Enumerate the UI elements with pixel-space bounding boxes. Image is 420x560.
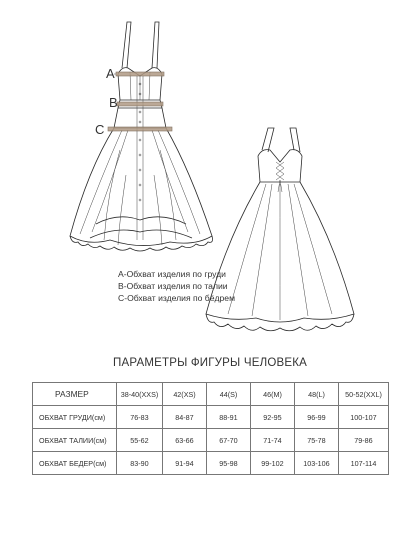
waist-band (116, 101, 164, 107)
legend-item-bust: A-Обхват изделия по груди (118, 269, 226, 279)
legend-item-waist: B-Обхват изделия по талии (118, 281, 228, 291)
table-cell: 92-95 (250, 405, 295, 429)
marker-a: A (106, 66, 115, 81)
row-label: ОБХВАТ БЕДЕР(см) (32, 451, 117, 475)
table-title: ПАРАМЕТРЫ ФИГУРЫ ЧЕЛОВЕКА (113, 357, 307, 369)
table-cell: 55-62 (116, 428, 163, 452)
header-cell: 46(M) (250, 382, 295, 406)
header-cell: 48(L) (294, 382, 339, 406)
header-cell: РАЗМЕР (32, 382, 117, 406)
front-dress-sketch (69, 21, 213, 252)
table-cell: 100-107 (338, 405, 389, 429)
table-cell: 67-70 (206, 428, 251, 452)
header-cell: 50-52(XXL) (338, 382, 389, 406)
row-label: ОБХВАТ ТАЛИИ(см) (32, 428, 117, 452)
table-cell: 71-74 (250, 428, 295, 452)
table-cell: 107-114 (338, 451, 389, 475)
size-table: РАЗМЕР 38-40(XXS) 42(XS) 44(S) 46(M) 48(… (32, 382, 389, 475)
table-row: ОБХВАТ ГРУДИ(см) 76-83 84-87 88-91 92-95… (32, 405, 389, 429)
bust-band (115, 71, 165, 77)
dress-sketches (69, 21, 355, 332)
table-header-row: РАЗМЕР 38-40(XXS) 42(XS) 44(S) 46(M) 48(… (32, 382, 389, 406)
measurement-legend: A-Обхват изделия по груди B-Обхват издел… (118, 268, 235, 304)
table-cell: 84-87 (162, 405, 207, 429)
table-cell: 75-78 (294, 428, 339, 452)
table-row: ОБХВАТ БЕДЕР(см) 83-90 91-94 95-98 99-10… (32, 451, 389, 475)
row-label: ОБХВАТ ГРУДИ(см) (32, 405, 117, 429)
table-cell: 88-91 (206, 405, 251, 429)
header-cell: 44(S) (206, 382, 251, 406)
marker-b: B (109, 95, 118, 110)
header-cell: 42(XS) (162, 382, 207, 406)
table-cell: 103-106 (294, 451, 339, 475)
table-cell: 63-66 (162, 428, 207, 452)
table-cell: 99-102 (250, 451, 295, 475)
table-cell: 79-86 (338, 428, 389, 452)
marker-c: C (95, 122, 105, 137)
hip-band (107, 126, 173, 132)
legend-item-hip: C-Обхват изделия по бёдрем (118, 293, 235, 303)
table-cell: 83-90 (116, 451, 163, 475)
back-dress-sketch (205, 127, 355, 332)
table-cell: 95-98 (206, 451, 251, 475)
table-cell: 91-94 (162, 451, 207, 475)
table-cell: 96-99 (294, 405, 339, 429)
table-cell: 76-83 (116, 405, 163, 429)
header-cell: 38-40(XXS) (116, 382, 163, 406)
table-row: ОБХВАТ ТАЛИИ(см) 55-62 63-66 67-70 71-74… (32, 428, 389, 452)
